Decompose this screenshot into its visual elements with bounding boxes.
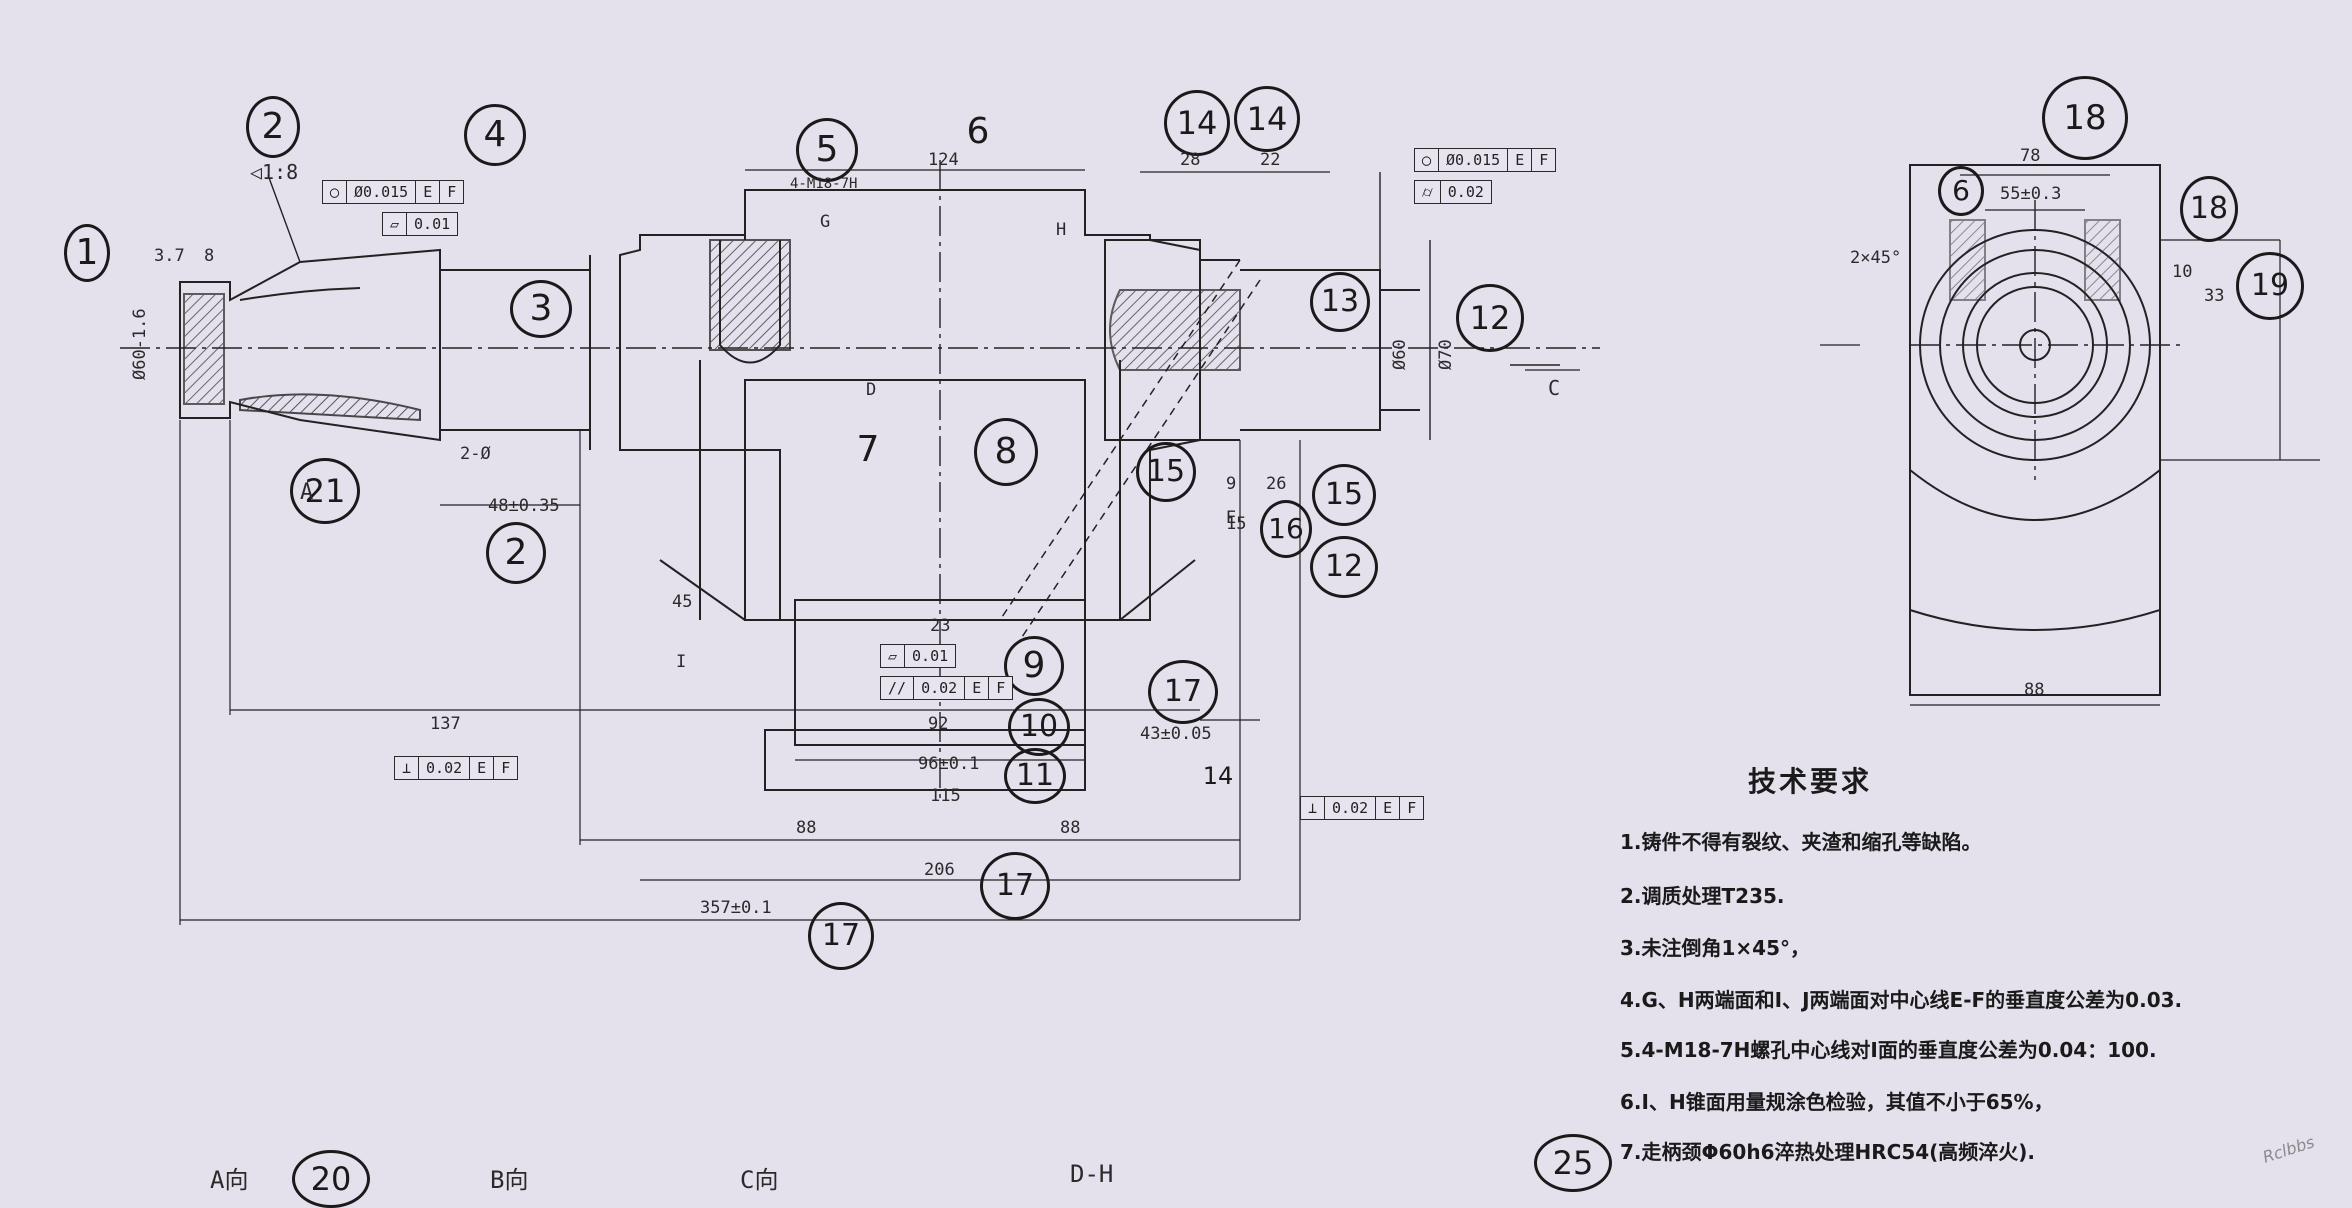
view-label-c: C向 (740, 1166, 779, 1194)
dim-78: 78 (2020, 146, 2041, 166)
note-7: 7.走柄颈Φ60h6淬热处理HRC54(高频淬火). (1620, 1140, 2036, 1164)
balloon-20: 20 (292, 1150, 370, 1208)
dim-g: G (820, 212, 831, 232)
balloon-17b: 17 (980, 852, 1050, 920)
balloon-2: 2 (246, 96, 300, 158)
balloon-19: 19 (2236, 252, 2304, 320)
balloon-18a: 18 (2042, 76, 2128, 160)
balloon-17c: 17 (808, 902, 874, 970)
dim-10: 10 (2172, 262, 2193, 282)
dim-45: 45 (672, 592, 693, 612)
dim-26: 26 (1266, 474, 1287, 494)
drawing-sheet: 1 2 4 5 6 14 14 3 21 2 7 8 9 10 11 13 12… (64, 76, 2320, 1208)
dim-124: 124 (928, 150, 959, 170)
note-6: 6.I、H锥面用量规涂色检验，其值不小于65%， (1620, 1090, 2054, 1114)
balloon-4: 4 (464, 104, 526, 166)
dim-92: 92 (928, 714, 949, 734)
note-1: 1.铸件不得有裂纹、夹渣和缩孔等缺陷。 (1620, 830, 1982, 854)
dim-2-dia: 2-Ø (460, 444, 491, 464)
dim-88c: 88 (2024, 680, 2045, 700)
fcf-flat-center: ▱0.01 (880, 644, 957, 668)
dim-206: 206 (924, 860, 955, 880)
balloon-18b: 18 (2180, 176, 2238, 242)
balloon-17a: 17 (1148, 660, 1218, 724)
dim-137: 137 (430, 714, 461, 734)
balloon-8: 8 (974, 418, 1038, 486)
spindle-taper-section (179, 248, 441, 442)
dim-70: Ø70 (1436, 339, 1456, 370)
dim-c: C (1548, 376, 1561, 400)
balloon-12: 12 (1456, 284, 1524, 352)
dim-33: 33 (2204, 286, 2225, 306)
dim-115: 115 (930, 786, 961, 806)
balloon-6: 6 (966, 111, 990, 152)
dim-88a: 88 (796, 818, 817, 838)
body-outline (619, 189, 1201, 621)
balloon-16: 16 (1260, 500, 1312, 558)
dim-taper-dia: Ø60-1.6 (130, 308, 150, 380)
balloon-2b: 2 (486, 522, 546, 584)
fcf-flat-left: ▱0.01 (382, 212, 459, 236)
balloon-21: 21 (290, 458, 360, 524)
balloon-13: 13 (1310, 272, 1370, 332)
balloon-9: 9 (1004, 636, 1064, 696)
fcf-cyl-right: ⌭0.02 (1414, 180, 1492, 204)
balloon-1: 1 (64, 224, 110, 282)
dim-m18: 4-M18-7H (790, 176, 858, 192)
dim-h: H (1056, 220, 1067, 240)
dim-taper: ◁1:8 (250, 160, 299, 184)
dim-23: 23 (930, 616, 951, 636)
side-view-outline (1909, 164, 2161, 696)
note-4: 4.G、H两端面和I、J两端面对中心线E-F的垂直度公差为0.03. (1620, 988, 2183, 1012)
balloon-12b: 12 (1310, 536, 1378, 598)
dim-i: I (676, 652, 687, 672)
dim-55: 55±0.3 (2000, 184, 2062, 204)
dim-3-7: 3.7 (154, 246, 185, 266)
balloon-15a: 15 (1136, 442, 1196, 502)
view-label-d: D-H (1070, 1160, 1114, 1188)
note-3: 3.未注倒角1×45°， (1620, 936, 1811, 960)
dim-28: 28 (1180, 150, 1201, 170)
balloon-11: 11 (1004, 748, 1066, 804)
balloon-5: 5 (796, 118, 858, 182)
dim-22: 22 (1260, 150, 1281, 170)
balloon-14a: 14 (1164, 90, 1230, 156)
balloon-25: 25 (1534, 1134, 1612, 1192)
view-label-a: A向 (210, 1166, 249, 1194)
dim-d: D (866, 380, 877, 400)
balloon-14c: 14 (1202, 762, 1234, 790)
note-5: 5.4-M18-7H螺孔中心线对I面的垂直度公差为0.04：100. (1620, 1038, 2157, 1062)
note-2: 2.调质处理T235. (1620, 884, 1785, 908)
dim-43: 43±0.05 (1140, 724, 1212, 744)
dim-88b: 88 (1060, 818, 1081, 838)
dim-a: A (300, 480, 314, 505)
dim-2x45: 2×45° (1850, 248, 1902, 268)
balloon-6b: 6 (1938, 166, 1984, 216)
balloon-14b: 14 (1234, 86, 1300, 152)
dim-9: 9 (1226, 474, 1237, 494)
balloon-15b: 15 (1312, 464, 1376, 526)
dim-8: 8 (204, 246, 215, 266)
dim-48: 48±0.35 (488, 496, 560, 516)
balloon-3: 3 (510, 280, 572, 338)
balloon-7: 7 (856, 429, 880, 470)
dim-60: Ø60 (1390, 339, 1410, 370)
dim-96: 96±0.1 (918, 754, 980, 774)
dim-15: 15 (1226, 514, 1247, 534)
dim-e: E (1226, 508, 1237, 528)
dim-357: 357±0.1 (700, 898, 772, 918)
notes-title: 技术要求 (1748, 765, 1873, 798)
view-label-b: B向 (490, 1166, 529, 1194)
